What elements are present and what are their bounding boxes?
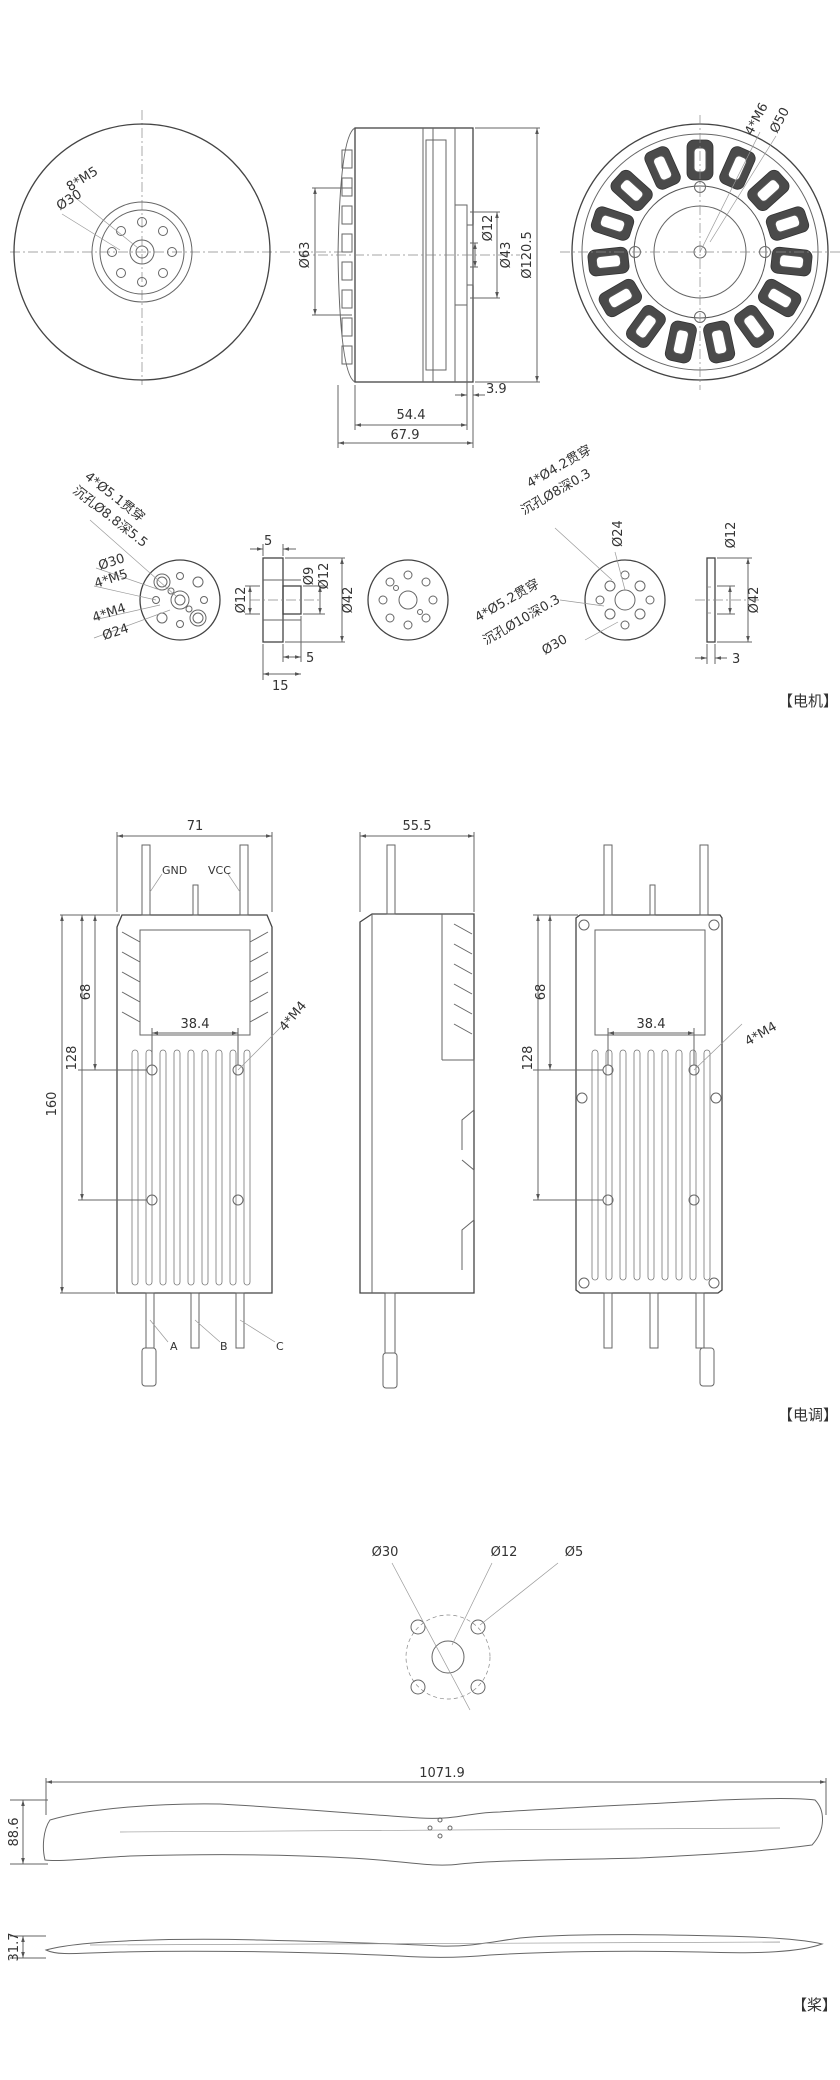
prop-thickness: 31.7: [7, 1933, 22, 1962]
esc-front-view: 71 GND VCC 160 128 68 38.4 4*M4 A B: [45, 819, 311, 1387]
adapter-a-width: 15: [272, 679, 289, 694]
motor-side-total-width: 67.9: [391, 428, 420, 443]
adapter-b-d42: Ø42: [747, 587, 762, 614]
esc-height-68: 68: [79, 984, 94, 1001]
esc-section: 71 GND VCC 160 128 68 38.4 4*M4 A B: [45, 819, 838, 1424]
motor-section: 8*M5 Ø30: [10, 101, 840, 710]
esc-caption: 【电调】: [778, 1406, 838, 1424]
esc-back-fins: [591, 1049, 711, 1281]
motor-side-hub-dia: Ø43: [499, 242, 514, 269]
esc-phase-c: C: [276, 1340, 284, 1353]
prop-hub-d12: Ø12: [491, 1545, 518, 1560]
prop-chord: 88.6: [7, 1818, 22, 1847]
prop-length: 1071.9: [419, 1766, 465, 1781]
motor-rear-holes-label: 4*M6: [742, 101, 771, 138]
prop-side-view: 31.7: [7, 1933, 824, 1962]
adapter-b-thickness: 3: [732, 652, 740, 667]
motor-rear-stator-slots: [587, 139, 813, 364]
motor-adapter-a-side: 5 Ø9 Ø12 Ø12 Ø42 5 15: [234, 534, 356, 694]
adapter-a-d12-right: Ø12: [317, 563, 332, 590]
motor-hub-plate: [367, 559, 449, 641]
motor-adapter-a-front: 4*Ø5.1贯穿 沉孔Ø8.8深5.5 Ø30 4*M5 4*M4 Ø24: [70, 469, 221, 644]
esc-height-160: 160: [45, 1092, 60, 1117]
motor-rear-pcd-label: Ø50: [767, 105, 793, 136]
esc-back-hole-spacing: 38.4: [637, 1017, 666, 1032]
propeller-section: Ø30 Ø12 Ø5 1071.9 88.6 31.7: [7, 1545, 837, 2014]
adapter-a-bottom-thickness: 5: [306, 651, 314, 666]
esc-front-fins: [131, 1049, 251, 1286]
prop-hub-d5: Ø5: [565, 1545, 584, 1560]
motor-side-shaft-dia: Ø12: [481, 215, 496, 242]
esc-width: 71: [187, 819, 204, 834]
motor-adapter-b-front: 4*Ø4.2贯穿 沉孔Ø8深0.3 Ø24 4*Ø5.2贯穿 沉孔Ø10深0.3…: [472, 442, 666, 658]
adapter-b-d12: Ø12: [724, 522, 739, 549]
motor-side-fins: [341, 149, 353, 365]
esc-back-height-128: 128: [521, 1046, 536, 1071]
motor-side-rim-width: 3.9: [486, 382, 507, 397]
adapter-a-d9: Ø9: [302, 567, 317, 586]
prop-hub-d30: Ø30: [372, 1545, 399, 1560]
adapter-a-pcd24: Ø24: [101, 621, 131, 644]
esc-phase-b: B: [220, 1340, 228, 1353]
esc-side-view: 55.5: [359, 819, 475, 1389]
adapter-a-d12-left: Ø12: [234, 587, 249, 614]
prop-caption: 【桨】: [792, 1996, 837, 2014]
adapter-a-d42: Ø42: [341, 587, 356, 614]
esc-hole-spacing: 38.4: [181, 1017, 210, 1032]
motor-adapter-b-side: Ø12 Ø42 3: [695, 522, 762, 667]
prop-hub-view: Ø30 Ø12 Ø5: [372, 1545, 584, 1711]
esc-back-view: 128 68 38.4 4*M4: [521, 844, 780, 1387]
motor-front-holes-label: 8*M5: [64, 164, 101, 195]
motor-front-pcd-label: Ø30: [54, 187, 85, 214]
adapter-a-top-thickness: 5: [264, 534, 272, 549]
esc-gnd-label: GND: [162, 864, 187, 877]
adapter-b-pcd24: Ø24: [611, 520, 626, 547]
motor-side-boss-dia: Ø63: [298, 242, 313, 269]
esc-height-128: 128: [65, 1046, 80, 1071]
adapter-a-m5-holes: 4*M5: [93, 567, 130, 592]
esc-back-holes-label: 4*M4: [743, 1019, 780, 1049]
motor-side-view: Ø63 Ø12 Ø43 Ø120.5 3.9: [298, 127, 540, 448]
esc-vcc-label: VCC: [208, 864, 231, 877]
motor-side-body-width: 54.4: [397, 408, 426, 423]
motor-front-view: 8*M5 Ø30: [10, 110, 345, 385]
esc-phase-a: A: [170, 1340, 178, 1353]
prop-top-view: 1071.9 88.6: [7, 1766, 827, 1866]
adapter-b-pcd30: Ø30: [540, 632, 571, 658]
esc-back-height-68: 68: [534, 984, 549, 1001]
motor-side-outer-dia: Ø120.5: [520, 231, 535, 278]
motor-rear-view: 4*M6 Ø50: [560, 101, 840, 390]
esc-holes-label: 4*M4: [277, 999, 311, 1035]
motor-front-bolt-holes: [107, 217, 177, 287]
esc-side-depth: 55.5: [403, 819, 432, 834]
motor-caption: 【电机】: [778, 692, 838, 710]
